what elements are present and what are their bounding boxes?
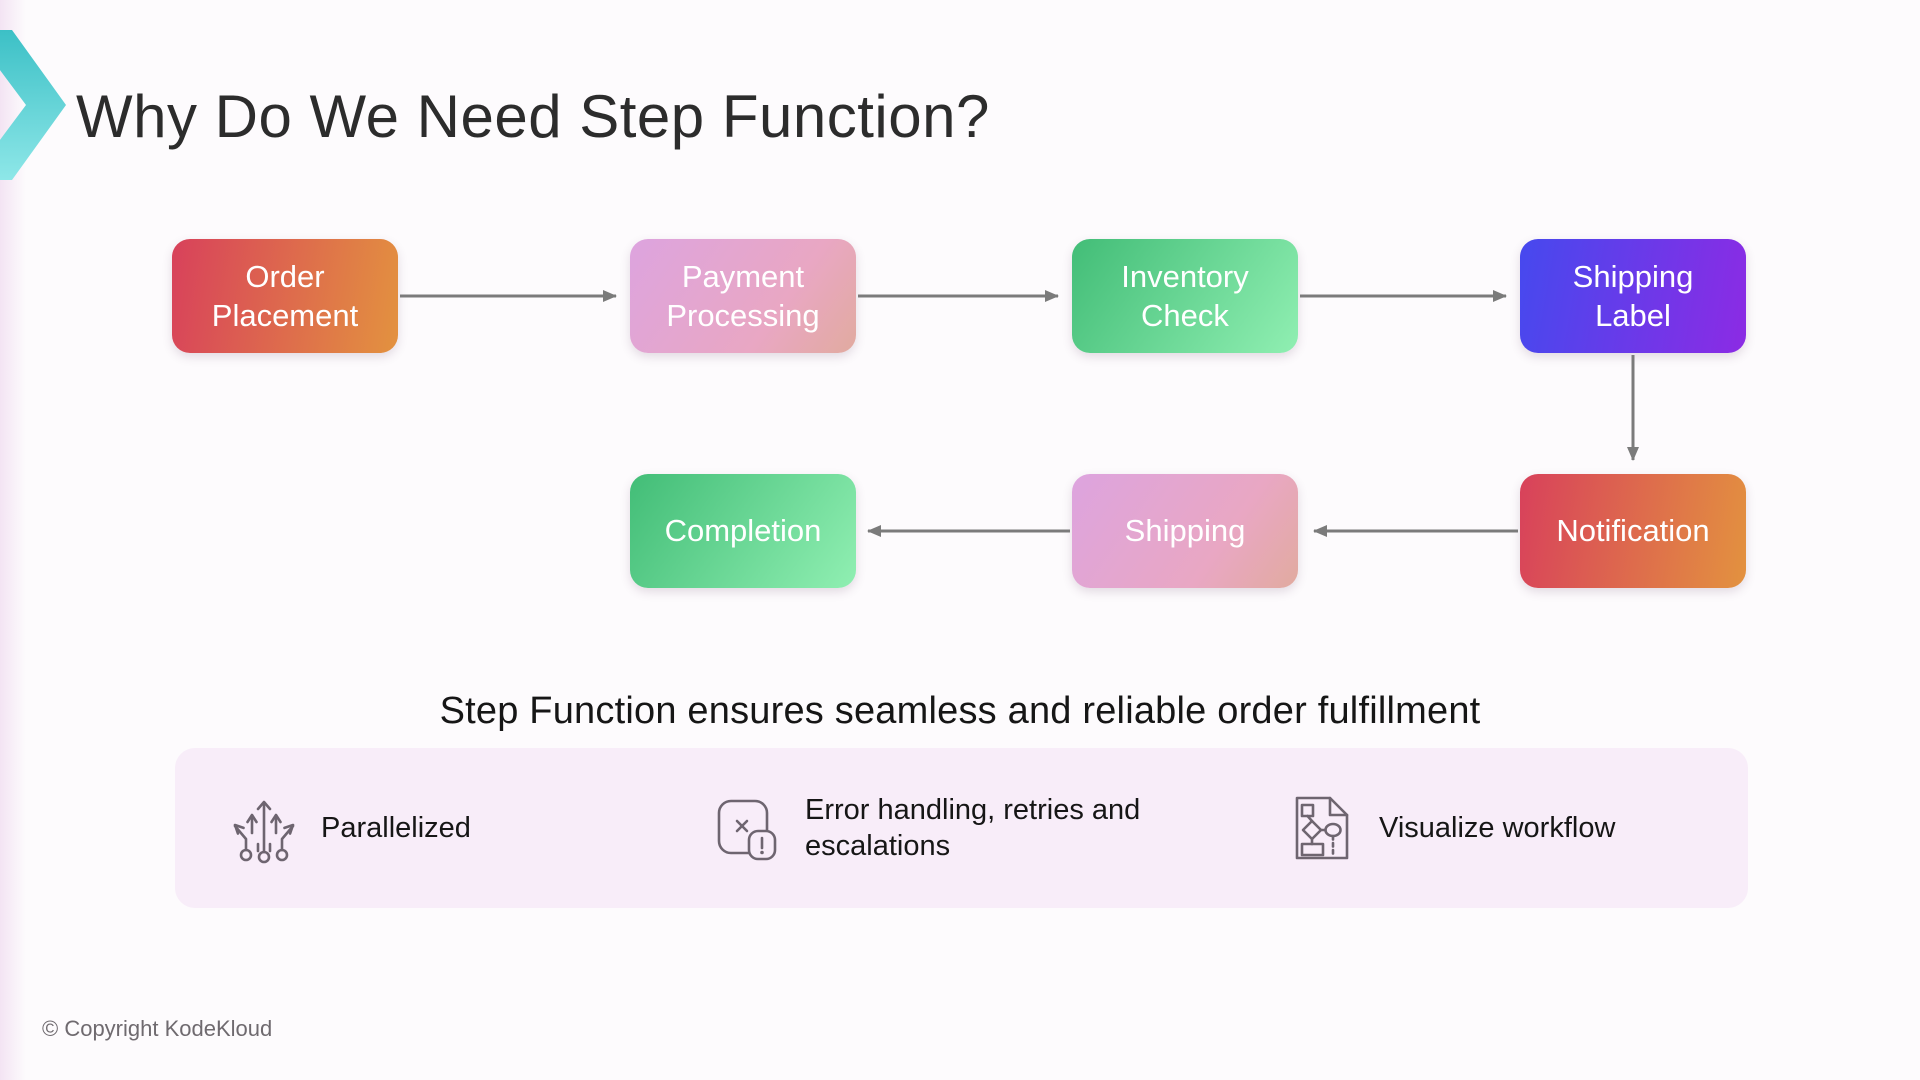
feature-label: Error handling, retries and escalations: [805, 793, 1141, 862]
workflow-document-icon: [1295, 796, 1349, 860]
feature-label: Parallelized: [321, 811, 471, 844]
flow-node-shipping: Shipping: [1072, 474, 1298, 588]
flow-node-order-placement: Order Placement: [172, 239, 398, 353]
flow-node-shipping-label: Shipping Label: [1520, 239, 1746, 353]
feature-parallelized: Parallelized: [225, 748, 471, 908]
feature-error-handling: Error handling, retries and escalations: [709, 748, 1140, 908]
flow-node-payment-processing: Payment Processing: [630, 239, 856, 353]
copyright-text: © Copyright KodeKloud: [42, 1016, 273, 1041]
flow-node-inventory-check: Inventory Check: [1072, 239, 1298, 353]
flow-node-notification: Notification: [1520, 474, 1746, 588]
error-document-icon: [717, 799, 777, 861]
feature-visualize-workflow: Visualize workflow: [1283, 748, 1615, 908]
flow-node-completion: Completion: [630, 474, 856, 588]
features-bar: Parallelized Error handling, retries and…: [175, 748, 1748, 908]
feature-label: Visualize workflow: [1379, 811, 1616, 844]
parallel-branches-icon: [233, 800, 295, 864]
statement-text: Step Function ensures seamless and relia…: [439, 690, 1481, 732]
page-title: Why Do We Need Step Function?: [76, 83, 990, 150]
kodekloud-chevron-logo: [0, 30, 66, 180]
